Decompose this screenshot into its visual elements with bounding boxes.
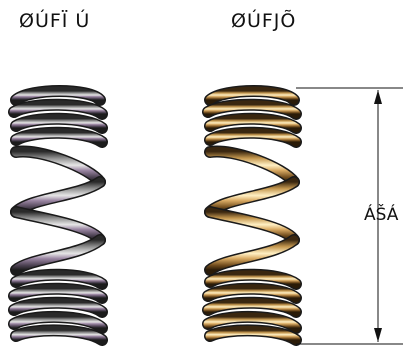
dimension-label: ÁŠÁ <box>364 205 399 225</box>
brass-spring <box>202 85 302 346</box>
height-dimension <box>296 87 403 345</box>
dimension-arrow-top <box>374 90 382 104</box>
steel-spring <box>8 85 108 346</box>
steel-spring-label: ØÚFÏ Ú <box>19 10 91 32</box>
dimension-arrow-bottom <box>374 328 382 342</box>
brass-spring-label: ØÚFJÕ <box>231 10 297 32</box>
